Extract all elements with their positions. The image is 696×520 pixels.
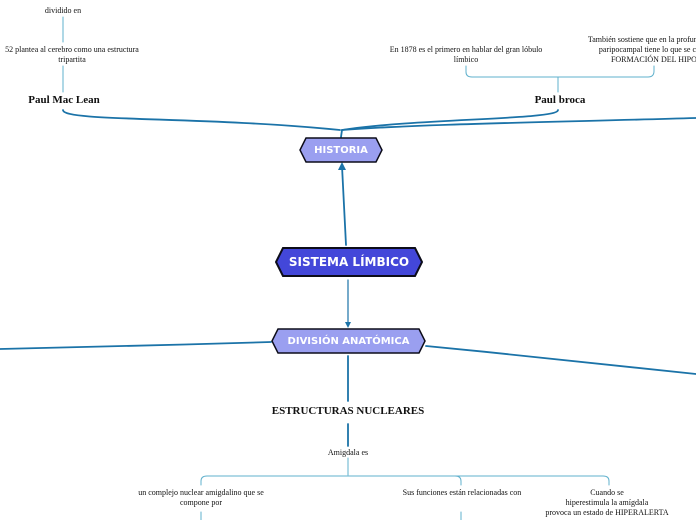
estructuras-nucleares-label: ESTRUCTURAS NUCLEARES: [271, 405, 425, 417]
broca-bracket: [465, 65, 655, 78]
historia-node[interactable]: HISTORIA: [299, 137, 383, 163]
broca-extra-description: También sostiene que en la profundid par…: [587, 35, 696, 64]
division-anatomica-node[interactable]: DIVISIÓN ANATÓMICA: [271, 328, 426, 354]
dividido-en-label: dividido en: [44, 6, 82, 15]
amigdala-bracket: [200, 475, 610, 486]
amigdala-bracket-mid: [454, 475, 462, 486]
sistema-limbico-label: SISTEMA LÍMBICO: [288, 255, 410, 269]
historia-to-right: [341, 117, 696, 131]
division-arrowhead: [345, 322, 351, 328]
division-to-right: [425, 345, 696, 375]
sistema-limbico-node-shape: [275, 247, 423, 277]
complejo-nuclear-text: un complejo nuclear amigdalino que se co…: [138, 488, 264, 507]
mac-lean-name: Paul Mac Lean: [28, 94, 100, 106]
division-anatomica-label: DIVISIÓN ANATÓMICA: [287, 335, 410, 347]
division-to-left: [0, 341, 272, 350]
amigdala-es-label: Amigdala es: [327, 448, 369, 457]
broca-description: En 1878 es el primero en hablar del gran…: [389, 45, 543, 64]
division-anatomica-node-shape: [271, 328, 426, 354]
broca-name: Paul broca: [534, 94, 586, 106]
sistema-limbico-node[interactable]: SISTEMA LÍMBICO: [275, 247, 423, 277]
funciones-text: Sus funciones están relacionadas con: [402, 488, 522, 497]
historia-label: HISTORIA: [314, 144, 368, 156]
broca-to-historia: [341, 109, 559, 131]
hiperalerta-text: Cuando se hiperestimula la amígdala prov…: [545, 488, 669, 517]
historia-stem: [340, 129, 343, 138]
mac-lean-to-historia: [62, 109, 341, 131]
historia-arrowhead: [338, 162, 346, 170]
central-to-historia: [341, 165, 347, 246]
mac-lean-description: 52 plantea al cerebro como una estructur…: [5, 45, 139, 64]
historia-node-shape: [299, 137, 383, 163]
